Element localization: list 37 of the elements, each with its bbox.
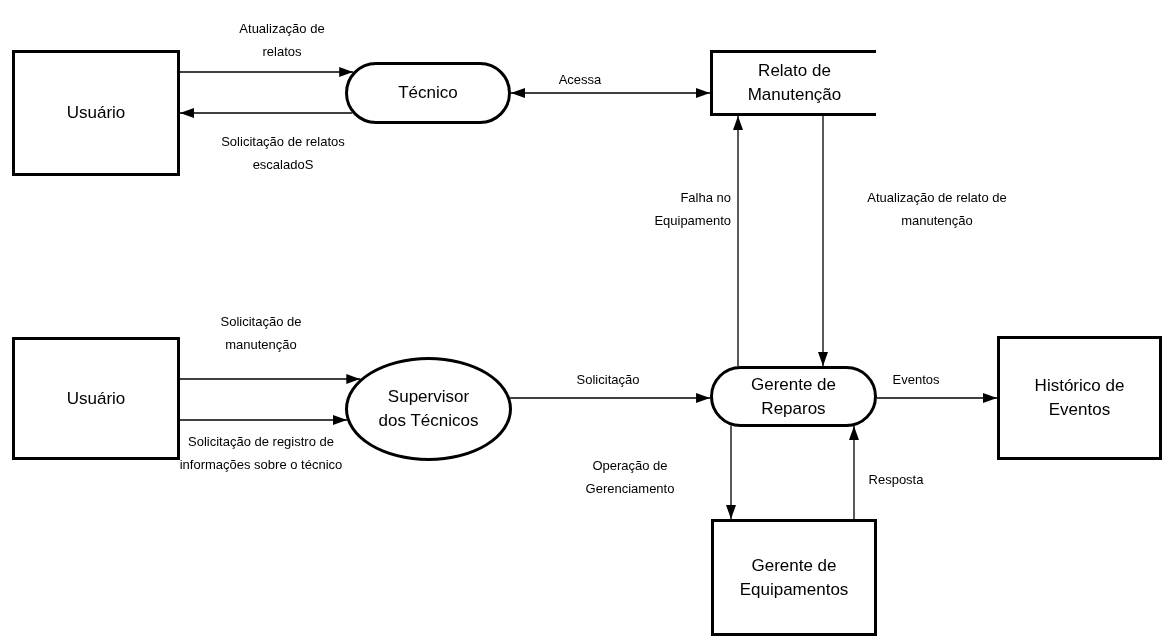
arrow [509, 393, 711, 403]
edge-label: Falha no Equipamento [653, 189, 731, 230]
data-store [710, 50, 876, 116]
arrow [179, 415, 348, 425]
arrow [179, 374, 361, 384]
arrow [179, 108, 353, 118]
node-label: Histórico de Eventos [1033, 375, 1126, 421]
node-label: Usuário [66, 387, 126, 410]
entity-box [997, 336, 1162, 460]
edge-label: Solicitação de manutenção [219, 313, 303, 354]
node-label: Relato de Manutenção [746, 60, 843, 106]
node-label: Técnico [398, 82, 458, 104]
edge-label: Eventos [891, 371, 941, 389]
entity-box [12, 50, 180, 176]
arrow [849, 425, 859, 520]
edge-label: Acessa [557, 71, 603, 89]
entity-box [12, 337, 180, 460]
process-pill [345, 62, 511, 124]
edge-label: Solicitação de relatos escaladoS [220, 133, 346, 174]
arrow [818, 115, 828, 367]
arrow [179, 67, 354, 77]
edge-label: Atualização de relatos [238, 20, 326, 61]
node-label: Usuário [66, 102, 126, 124]
node-label: Supervisor dos Técnicos [377, 386, 480, 432]
arrow [733, 115, 743, 367]
entity-box [711, 519, 877, 636]
edge-label: Resposta [867, 471, 925, 489]
process-pill [710, 366, 877, 427]
node-label: Gerente de Equipamentos [738, 554, 850, 601]
edge-label: Solicitação [575, 371, 641, 389]
node-label: Gerente de Reparos [749, 373, 838, 420]
arrow [876, 393, 998, 403]
edge-label: Atualização de relato de manutenção [866, 189, 1008, 230]
arrow [726, 424, 736, 520]
edge-label: Operação de Gerenciamento [584, 457, 676, 498]
arrow [510, 88, 711, 98]
edge-label: Solicitação de registro de informações sobre o técnico [178, 433, 344, 474]
